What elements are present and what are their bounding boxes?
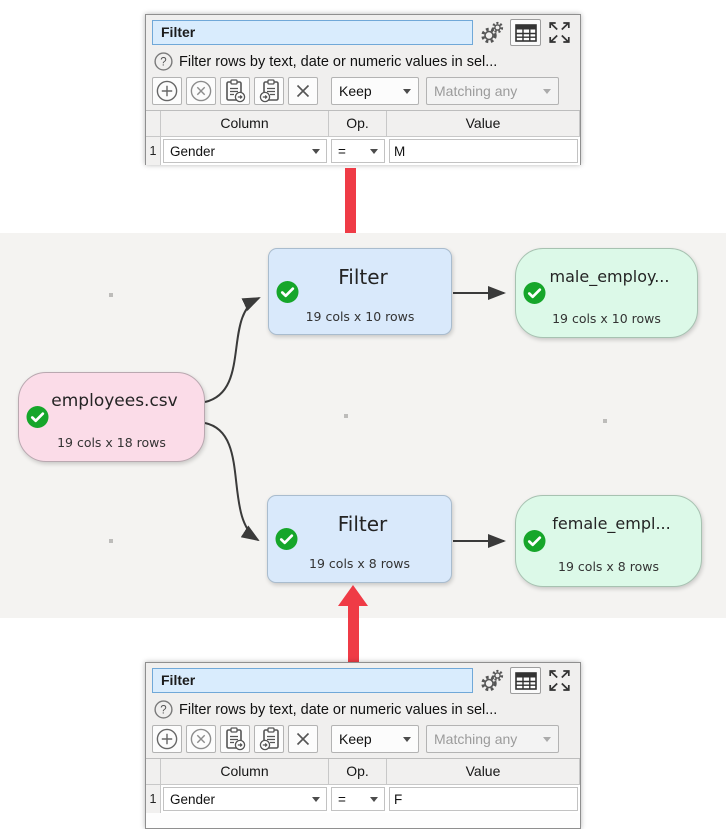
op-select[interactable]: = — [331, 787, 385, 811]
gear-icon[interactable] — [476, 19, 507, 46]
node-male-employees[interactable]: male_employ... 19 cols x 10 rows — [515, 248, 698, 338]
question-circle-icon[interactable]: ? — [153, 696, 173, 723]
svg-text:?: ? — [160, 57, 166, 69]
chevron-down-icon — [543, 736, 551, 742]
grid-dot — [603, 419, 607, 423]
criteria-row: 1 Gender = — [146, 137, 580, 165]
gear-icon[interactable] — [476, 667, 507, 694]
x-circle-icon[interactable] — [186, 77, 216, 105]
green-check-icon — [523, 530, 546, 553]
node-employees-csv[interactable]: employees.csv 19 cols x 18 rows — [18, 372, 205, 462]
x-icon[interactable] — [288, 725, 318, 753]
keep-remove-dropdown[interactable]: Keep — [331, 725, 419, 753]
x-icon[interactable] — [288, 77, 318, 105]
column-select[interactable]: Gender — [163, 787, 327, 811]
row-number-header — [146, 111, 161, 137]
transform-description: Filter rows by text, date or numeric val… — [179, 53, 498, 70]
green-check-icon — [26, 406, 49, 429]
table-icon[interactable] — [510, 667, 541, 694]
panel-title-bar: Filter — [146, 15, 580, 49]
column-select[interactable]: Gender — [163, 139, 327, 163]
node-stats: 19 cols x 8 rows — [309, 556, 410, 572]
node-female-employees[interactable]: female_empl... 19 cols x 8 rows — [515, 495, 702, 587]
transform-description: Filter rows by text, date or numeric val… — [179, 701, 498, 718]
node-stats: 19 cols x 10 rows — [552, 310, 661, 326]
empty-table-area — [146, 813, 580, 828]
keep-dropdown-value: Keep — [339, 731, 372, 747]
node-title: female_empl... — [552, 514, 671, 533]
chevron-down-icon — [543, 88, 551, 94]
transform-title-field[interactable]: Filter — [152, 668, 473, 693]
node-title: Filter — [337, 512, 388, 537]
filter-toolbar: Keep Matching any — [146, 75, 580, 110]
filter-panel-top: Filter — [145, 14, 581, 165]
row-number: 1 — [146, 785, 161, 813]
green-check-icon — [523, 282, 546, 305]
node-filter-top[interactable]: Filter 19 cols x 10 rows — [268, 248, 452, 335]
node-stats: 19 cols x 18 rows — [57, 434, 166, 450]
matching-mode-dropdown[interactable]: Matching any — [426, 725, 559, 753]
matching-dropdown-value: Matching any — [434, 731, 518, 747]
clipboard-copy-icon[interactable] — [220, 725, 250, 753]
matching-dropdown-value: Matching any — [434, 83, 518, 99]
chevron-down-icon — [370, 148, 378, 154]
row-number: 1 — [146, 137, 161, 165]
op-select[interactable]: = — [331, 139, 385, 163]
chevron-down-icon — [370, 796, 378, 802]
clipboard-paste-icon[interactable] — [254, 725, 284, 753]
keep-dropdown-value: Keep — [339, 83, 372, 99]
criteria-row: 1 Gender = — [146, 785, 580, 813]
grid-dot — [344, 414, 348, 418]
clipboard-paste-icon[interactable] — [254, 77, 284, 105]
row-number-header — [146, 759, 161, 785]
chevron-down-icon — [312, 796, 320, 802]
chevron-down-icon — [403, 736, 411, 742]
question-circle-icon[interactable]: ? — [153, 48, 173, 75]
criteria-table: Column Op. Value 1 Gender = — [146, 758, 580, 828]
value-header: Value — [387, 111, 580, 137]
panel-title-bar: Filter — [146, 663, 580, 697]
matching-mode-dropdown[interactable]: Matching any — [426, 77, 559, 105]
value-header: Value — [387, 759, 580, 785]
expand-arrows-icon[interactable] — [544, 667, 575, 694]
value-input[interactable] — [389, 787, 578, 811]
plus-circle-icon[interactable] — [152, 77, 182, 105]
transform-title-field[interactable]: Filter — [152, 20, 473, 45]
op-select-value: = — [338, 791, 346, 807]
column-select-value: Gender — [170, 791, 216, 807]
plus-circle-icon[interactable] — [152, 725, 182, 753]
node-title: employees.csv — [51, 390, 178, 411]
node-title: male_employ... — [549, 266, 670, 286]
value-input[interactable] — [389, 139, 578, 163]
node-stats: 19 cols x 10 rows — [305, 308, 415, 324]
op-header: Op. — [329, 111, 387, 137]
chevron-down-icon — [403, 88, 411, 94]
green-check-icon — [275, 528, 298, 551]
node-filter-bottom[interactable]: Filter 19 cols x 8 rows — [267, 495, 452, 583]
column-header: Column — [161, 759, 329, 785]
svg-text:?: ? — [160, 705, 166, 717]
node-stats: 19 cols x 8 rows — [558, 559, 659, 574]
column-select-value: Gender — [170, 143, 216, 159]
chevron-down-icon — [312, 148, 320, 154]
op-header: Op. — [329, 759, 387, 785]
grid-dot — [109, 539, 113, 543]
op-select-value: = — [338, 143, 346, 159]
table-icon[interactable] — [510, 19, 541, 46]
keep-remove-dropdown[interactable]: Keep — [331, 77, 419, 105]
callout-arrow-up — [338, 585, 368, 662]
expand-arrows-icon[interactable] — [544, 19, 575, 46]
filter-toolbar: Keep Matching any — [146, 723, 580, 758]
edge-source-to-filter-top — [204, 297, 261, 403]
x-circle-icon[interactable] — [186, 725, 216, 753]
filter-panel-bottom: Filter — [145, 662, 581, 829]
green-check-icon — [276, 280, 299, 303]
column-header: Column — [161, 111, 329, 137]
criteria-table: Column Op. Value 1 Gender = — [146, 110, 580, 165]
workflow-canvas[interactable]: employees.csv 19 cols x 18 rows Filter 1… — [0, 233, 726, 618]
grid-dot — [109, 293, 113, 297]
edge-source-to-filter-bottom — [204, 422, 260, 542]
node-title: Filter — [338, 265, 388, 290]
clipboard-copy-icon[interactable] — [220, 77, 250, 105]
